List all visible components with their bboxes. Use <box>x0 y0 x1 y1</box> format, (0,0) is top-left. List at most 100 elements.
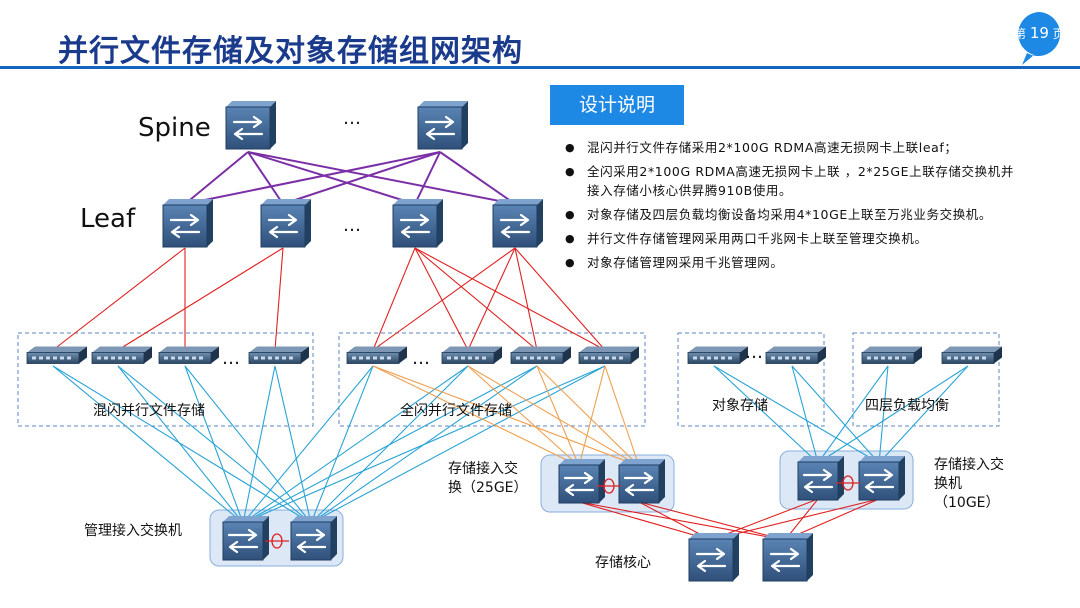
leaf-server-link <box>414 247 538 351</box>
arrows-icon <box>769 547 800 561</box>
switch-top <box>493 199 543 205</box>
switch-face <box>688 538 734 582</box>
spine-leaf-link <box>247 151 284 205</box>
server-bay <box>39 356 43 360</box>
arrows-icon <box>424 115 455 129</box>
ge10-link <box>817 365 889 464</box>
arrows-icon <box>696 559 727 573</box>
server-bay <box>619 356 623 360</box>
leaf-server-link <box>52 247 186 351</box>
ge10-link <box>878 365 969 464</box>
server-bay <box>954 356 958 360</box>
page-number: 第 19 页 <box>1014 24 1065 42</box>
leaf-switch-icon <box>492 199 543 248</box>
leaf-server-link <box>372 247 516 351</box>
server-bay <box>605 356 609 360</box>
server-bay <box>902 356 906 360</box>
labels: …………… <box>222 108 763 369</box>
server-bay <box>46 356 50 360</box>
server-icon <box>248 346 309 364</box>
server-top <box>347 346 407 353</box>
server-bay <box>366 356 370 360</box>
core-switch-icon <box>688 533 739 582</box>
spine-leaf-link <box>184 151 441 205</box>
server-bay <box>289 356 293 360</box>
server-bay <box>261 356 265 360</box>
server-icon <box>510 346 571 364</box>
server-bay <box>97 356 101 360</box>
server-side <box>301 346 309 364</box>
spine-switch-icon <box>417 101 468 150</box>
arrows-icon <box>170 225 201 239</box>
server-bay <box>982 356 986 360</box>
server-bay <box>778 356 782 360</box>
ge10-link <box>791 365 819 464</box>
server-bay <box>475 356 479 360</box>
server-bay <box>132 356 136 360</box>
server-top <box>442 346 502 353</box>
switch-face <box>222 521 264 561</box>
storage-group-box <box>338 332 646 427</box>
ge25-link <box>372 365 640 467</box>
switch-side <box>305 199 311 247</box>
mgmt-link <box>310 365 374 524</box>
arrows-icon <box>863 468 894 482</box>
server-side <box>399 346 407 364</box>
server-bay <box>387 356 391 360</box>
arrows-icon <box>232 115 263 129</box>
server-bay <box>268 356 272 360</box>
server-bay <box>947 356 951 360</box>
mgmt-link <box>242 365 374 524</box>
ge10-link <box>878 365 889 464</box>
mgmt-link <box>52 365 312 524</box>
switch-top <box>393 199 443 205</box>
switch-side <box>537 199 543 247</box>
access-25ge-switch-icon <box>558 459 605 504</box>
leaf-switch-icon <box>162 199 213 248</box>
switch-face <box>762 538 808 582</box>
server-side <box>740 346 748 364</box>
leaf-server-link <box>117 247 284 351</box>
leaf-server-link <box>274 247 284 351</box>
server-bay <box>707 356 711 360</box>
server-bay <box>104 356 108 360</box>
switch-top <box>226 101 276 107</box>
switch-face <box>260 204 306 248</box>
page-number-badge: 第 19 页 <box>1014 10 1065 65</box>
core-link <box>578 501 712 541</box>
server-bay <box>454 356 458 360</box>
mgmt-link <box>52 365 244 524</box>
server-icon <box>26 346 87 364</box>
switch-side <box>263 516 269 560</box>
server-bay <box>254 356 258 360</box>
server-bay <box>523 356 527 360</box>
spine-tier-label: Spine <box>138 113 211 143</box>
switch-face <box>797 461 839 501</box>
leaf-server-link <box>467 247 516 351</box>
server-bay <box>895 356 899 360</box>
server-top <box>579 346 639 353</box>
switch-top <box>859 456 905 462</box>
server-bay <box>164 356 168 360</box>
object-storage-label: 对象存储 <box>712 398 768 414</box>
spine-leaf-link <box>247 151 516 205</box>
leaf-tier-label: Leaf <box>80 204 136 234</box>
switch-side <box>838 456 844 500</box>
server-top <box>92 346 152 353</box>
server-bay <box>482 356 486 360</box>
storage-group-box <box>677 332 825 427</box>
ellipsis-marker: … <box>222 348 240 369</box>
switch-face <box>558 464 600 504</box>
storage-group-box <box>852 332 1000 427</box>
leaf-server-link <box>372 247 416 351</box>
server-bay <box>530 356 534 360</box>
server-bay <box>516 356 520 360</box>
core-link <box>578 501 786 541</box>
arrows-icon <box>770 559 801 573</box>
arrows-icon <box>624 483 655 497</box>
mgmt-switch-icon <box>222 516 269 561</box>
server-bay <box>799 356 803 360</box>
mgmt-link <box>242 365 606 524</box>
switch-side <box>270 101 276 149</box>
leaf-switch-icon <box>260 199 311 248</box>
